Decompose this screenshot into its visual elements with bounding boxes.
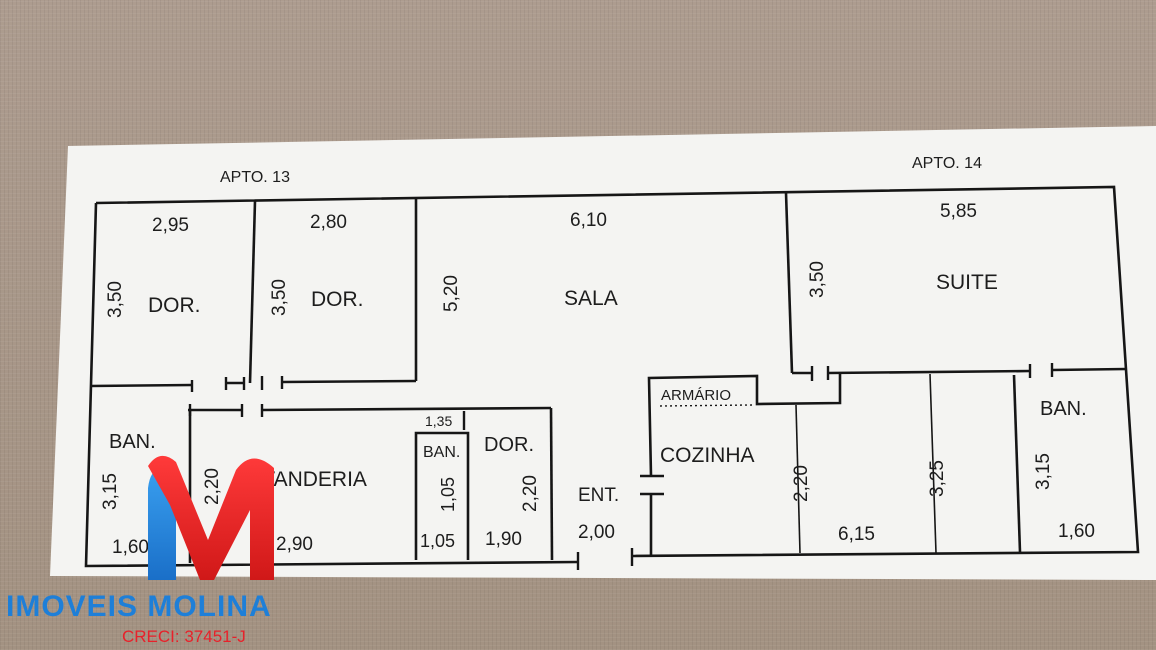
- unit-label-apto13: APTO. 13: [220, 169, 290, 186]
- dimension-label: 2,00: [578, 522, 615, 543]
- dimension-label: 3,25: [927, 460, 948, 497]
- dimension-label: 3,50: [269, 279, 290, 316]
- wall: [1012, 374, 1022, 553]
- room-label: BAN.: [423, 444, 460, 461]
- room-label: DOR.: [484, 434, 534, 456]
- dimension-label: 3,15: [100, 473, 121, 510]
- room-label: BAN.: [109, 431, 156, 453]
- wall: [647, 374, 842, 477]
- dimension-label: 6,15: [838, 524, 875, 545]
- logo-middle-stroke: [148, 455, 274, 580]
- dimension-label: 5,85: [940, 201, 977, 222]
- dimension-label: 5,20: [441, 275, 462, 312]
- dimension-label: 1,05: [438, 477, 458, 512]
- unit-label-apto14: APTO. 14: [912, 155, 982, 172]
- dimension-label: 3,50: [807, 261, 828, 298]
- dimension-label: 1,60: [112, 537, 149, 558]
- wall: [248, 200, 257, 384]
- brand-name: IMOVEIS MOLINA: [6, 590, 272, 623]
- dimension-label: 2,20: [520, 475, 541, 512]
- dimension-label: 2,80: [310, 212, 347, 233]
- wall: [261, 406, 552, 412]
- dimension-label: 1,05: [420, 531, 455, 551]
- wall: [549, 407, 554, 561]
- wall: [281, 379, 417, 384]
- dimension-label: 3,50: [105, 281, 126, 318]
- room-label: SALA: [564, 287, 618, 310]
- room-label: DOR.: [148, 294, 201, 317]
- dimension-label: 2,20: [791, 465, 812, 502]
- outer-wall-left: [84, 202, 579, 568]
- wall: [1051, 367, 1127, 372]
- dimension-label: 6,10: [570, 210, 607, 231]
- wall: [414, 431, 470, 560]
- dimension-label: 1,90: [485, 529, 522, 550]
- room-label: DOR.: [311, 288, 364, 311]
- armario-line: [659, 404, 753, 407]
- brand-logo: [148, 455, 274, 580]
- dimension-label: 3,15: [1033, 453, 1054, 490]
- dimension-label: 1,60: [1058, 521, 1095, 542]
- dimension-label: 2,95: [152, 215, 189, 236]
- paper-sheet: [50, 126, 1156, 580]
- brand-creci: CRECI: 37451-J: [122, 627, 246, 646]
- room-label: BAN.: [1040, 398, 1087, 420]
- room-label: ENT.: [578, 485, 619, 506]
- wall: [89, 383, 193, 388]
- dimension-label: 2,20: [202, 468, 223, 505]
- wall: [827, 369, 1031, 375]
- dimension-label: 2,90: [276, 534, 313, 555]
- room-label: COZINHA: [660, 444, 755, 467]
- dimension-label: 1,35: [425, 413, 452, 429]
- wall: [929, 373, 937, 554]
- room-label: SUITE: [936, 271, 998, 294]
- wall: [795, 404, 801, 554]
- wall: [784, 192, 794, 374]
- armario-label: ARMÁRIO: [661, 387, 731, 404]
